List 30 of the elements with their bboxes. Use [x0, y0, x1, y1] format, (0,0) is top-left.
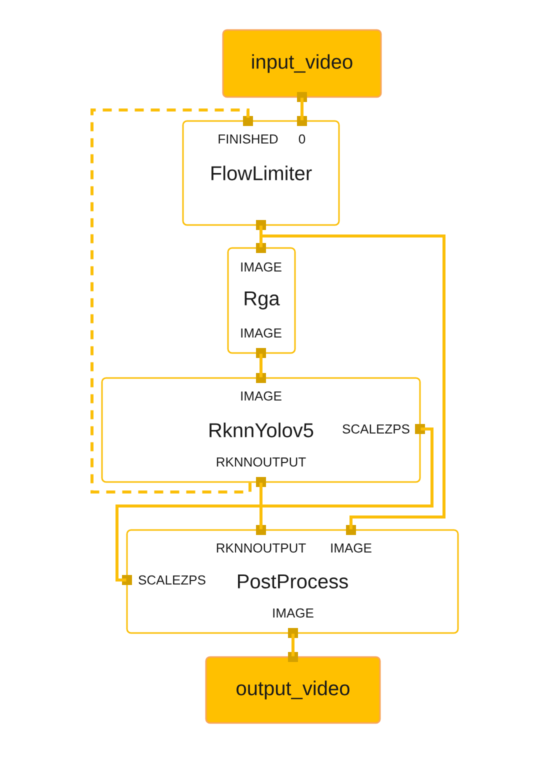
port-label: IMAGE: [241, 262, 282, 272]
connector: [116, 428, 434, 582]
port-label: SCALEZPS: [138, 575, 206, 585]
port-label: RKNNOUTPUT: [216, 543, 306, 553]
calculator-box: [227, 243, 296, 358]
connector: [260, 226, 446, 530]
node-title: PostProcess: [238, 574, 348, 588]
port-label: FINISHED: [218, 134, 278, 144]
node-title: output_video: [236, 680, 350, 700]
connector: [260, 482, 262, 530]
connector: [90, 108, 252, 494]
port-label: RKNNOUTPUT: [216, 457, 306, 467]
port-label: IMAGE: [241, 328, 282, 338]
port-label: 0: [298, 134, 306, 144]
calculator-box: [101, 373, 425, 487]
connector: [260, 354, 262, 378]
connector: [292, 634, 294, 656]
node-title: Rga: [244, 292, 280, 310]
stream-box: [222, 29, 382, 102]
port-label: IMAGE: [241, 391, 282, 401]
connector: [300, 98, 304, 120]
port-label: IMAGE: [331, 543, 372, 553]
calculator-box: [122, 525, 459, 638]
port-label: IMAGE: [273, 608, 314, 618]
node-title: FlowLimiter: [212, 166, 312, 180]
node-title: RknnYolov5: [210, 422, 314, 438]
node-title: input_video: [252, 54, 352, 73]
port-label: SCALEZPS: [342, 424, 410, 434]
calculator-box: [182, 116, 340, 230]
stream-box: [205, 652, 381, 724]
